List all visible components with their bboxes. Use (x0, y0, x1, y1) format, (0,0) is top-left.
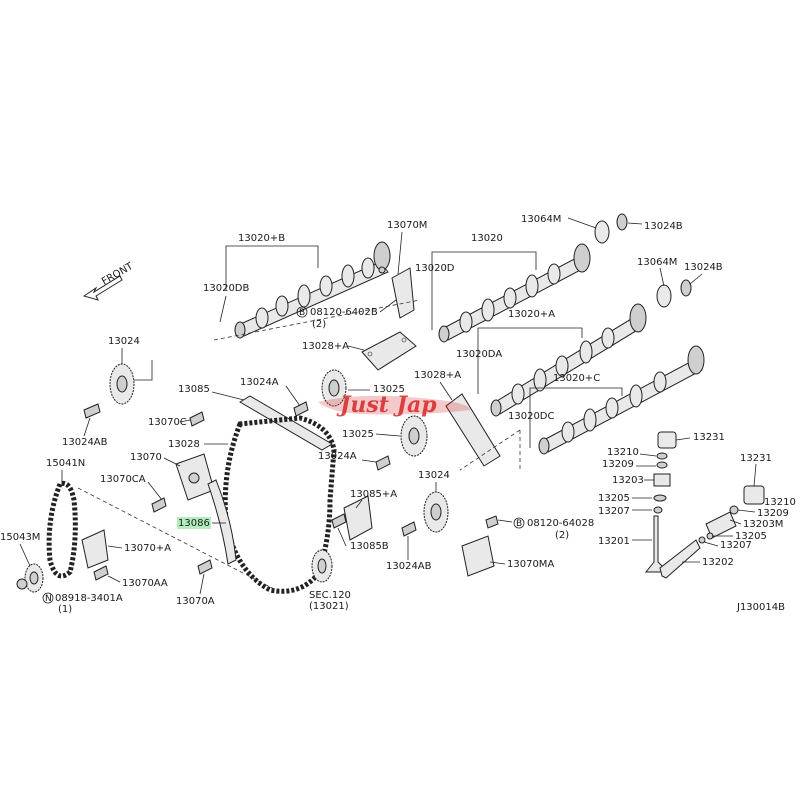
label-13207-right: 13207 (720, 540, 752, 551)
label-13070ma: 13070MA (507, 559, 554, 570)
label-sec120: SEC.120 (309, 590, 351, 601)
label-13209-left: 13209 (602, 459, 634, 470)
label-13210-left: 13210 (607, 447, 639, 458)
circled-b-mid (513, 517, 525, 529)
bracket-13070ma (461, 515, 499, 577)
chain-guide-13086 (207, 479, 237, 565)
label-13070a: 13070A (176, 596, 215, 607)
label-13064m-top: 13064M (521, 214, 561, 225)
label-13203m: 13203M (743, 519, 783, 530)
label-13205-left: 13205 (598, 493, 630, 504)
label-sec120-sub: (13021) (309, 601, 349, 612)
label-qty2-mid: (2) (555, 530, 569, 541)
label-13024b-right: 13024B (684, 262, 723, 273)
label-13028-a-mid: 13028+A (414, 370, 461, 381)
watermark-text: Just Jap (336, 392, 437, 418)
label-13085b: 13085B (350, 541, 389, 552)
label-08120-64028-mid: 08120-64028 (527, 518, 594, 529)
label-13070: 13070 (130, 452, 162, 463)
sprocket-13024-mid (423, 491, 449, 533)
label-13201: 13201 (598, 536, 630, 547)
circled-b-mid-letter: B (516, 519, 522, 529)
label-13020-da: 13020DA (456, 349, 502, 360)
label-qty1: (1) (58, 604, 72, 615)
label-08918-3401a: 08918-3401A (55, 593, 123, 604)
label-13024a-top: 13024A (240, 377, 279, 388)
sprocket-13025-mid (400, 415, 428, 457)
camshaft-13020-c (538, 345, 705, 455)
label-13070-a-plus: 13070+A (124, 543, 171, 554)
label-13231-top: 13231 (693, 432, 725, 443)
label-13086: 13086 (178, 518, 210, 529)
sprocket-13064m-top (594, 213, 628, 244)
circled-n-letter: N (45, 594, 52, 604)
label-13210-right: 13210 (764, 497, 796, 508)
label-13070m: 13070M (387, 220, 427, 231)
label-13085: 13085 (178, 384, 210, 395)
chain-guide-13085 (239, 395, 333, 451)
front-arrow (82, 275, 123, 301)
label-13020-a: 13020+A (508, 309, 555, 320)
label-13024ab-mid: 13024AB (386, 561, 432, 572)
front-label: FRONT (100, 261, 136, 288)
label-13085-a: 13085+A (350, 489, 397, 500)
label-13209-right: 13209 (757, 508, 789, 519)
label-13025-mid: 13025 (342, 429, 374, 440)
label-13020: 13020 (471, 233, 503, 244)
label-13207-left: 13207 (598, 506, 630, 517)
label-13070c: 13070C (148, 417, 187, 428)
highlight-13086 (177, 517, 211, 529)
label-13070ca: 13070CA (100, 474, 146, 485)
gasket-13028-a-mid (445, 393, 501, 467)
label-13205-right: 13205 (735, 531, 767, 542)
label-13024: 13024 (108, 336, 140, 347)
label-15041n: 15041N (46, 458, 85, 469)
label-13024ab-left: 13024AB (62, 437, 108, 448)
label-13020-c: 13020+C (553, 373, 600, 384)
diagram-id: J130014B (736, 602, 785, 613)
label-13020-dc: 13020DC (508, 411, 555, 422)
label-13028-a-top: 13028+A (302, 341, 349, 352)
crank-sprocket-sec120 (311, 549, 333, 583)
label-08120-6402b-top: 08120-6402B (310, 307, 378, 318)
watermark-logo: Just Jap (318, 392, 470, 418)
circled-b-top-letter: B (299, 308, 305, 318)
label-13020-d: 13020D (415, 263, 455, 274)
sprocket-15043m (24, 563, 44, 593)
label-13202: 13202 (702, 557, 734, 568)
label-13024-mid: 13024 (418, 470, 450, 481)
tensioner-13070 (175, 453, 215, 501)
sprocket-13064m-right (656, 279, 692, 308)
camshaft-13020 (438, 243, 591, 343)
label-13028: 13028 (168, 439, 200, 450)
label-13020-db: 13020DB (203, 283, 250, 294)
bracket-13070m (378, 266, 415, 319)
sprocket-13024-left (109, 363, 135, 405)
label-13203-left: 13203 (612, 475, 644, 486)
sprocket-13025-top (321, 369, 347, 407)
label-13024b-top: 13024B (644, 221, 683, 232)
label-15043m: 15043M (0, 532, 40, 543)
circled-n (42, 592, 54, 604)
label-13231-right: 13231 (740, 453, 772, 464)
camshaft-13020-b (234, 241, 391, 339)
label-13024a-mid: 13024A (318, 451, 357, 462)
label-13020-b: 13020+B (238, 233, 285, 244)
valve-train-left (644, 431, 677, 573)
label-13070aa: 13070AA (122, 578, 168, 589)
label-13064m-right: 13064M (637, 257, 677, 268)
label-qty2-top: (2) (312, 319, 326, 330)
oil-pump-chain-15041n (46, 480, 78, 579)
circled-b-top (296, 306, 308, 318)
gasket-13028-a-top (361, 331, 417, 371)
label-13025-top: 13025 (373, 384, 405, 395)
